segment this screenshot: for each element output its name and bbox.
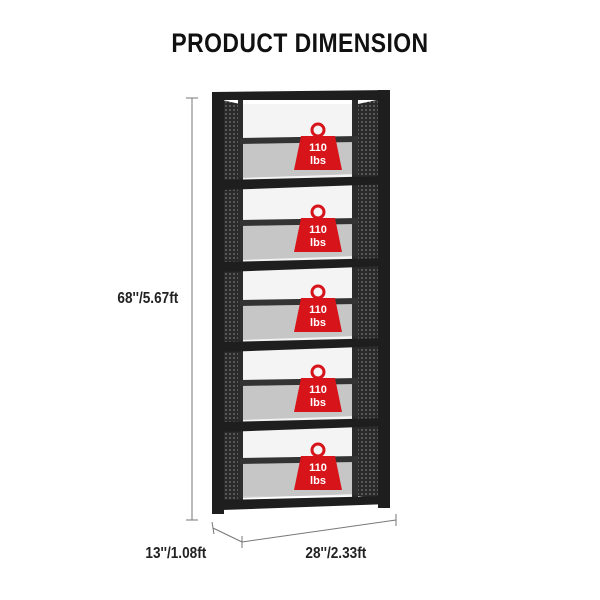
weight-value: 110 [309,224,327,236]
front-left-post [212,92,224,514]
weight-unit: lbs [310,397,326,409]
height-label: 68''/5.67ft [117,290,179,307]
left-side-panel [222,100,240,510]
weight-unit: lbs [310,155,326,167]
weight-value: 110 [309,142,327,154]
weight-value: 110 [309,304,327,316]
weight-unit: lbs [310,237,326,249]
weight-value: 110 [309,462,327,474]
weight-unit: lbs [310,317,326,329]
top-frame [213,90,390,100]
depth-label: 13''/1.08ft [145,545,207,562]
dimension-lines [186,97,397,548]
front-right-post [378,90,390,508]
page-title: PRODUCT DIMENSION [171,28,429,58]
weight-unit: lbs [310,475,326,487]
weight-value: 110 [309,384,327,396]
width-label: 28''/2.33ft [305,545,367,562]
